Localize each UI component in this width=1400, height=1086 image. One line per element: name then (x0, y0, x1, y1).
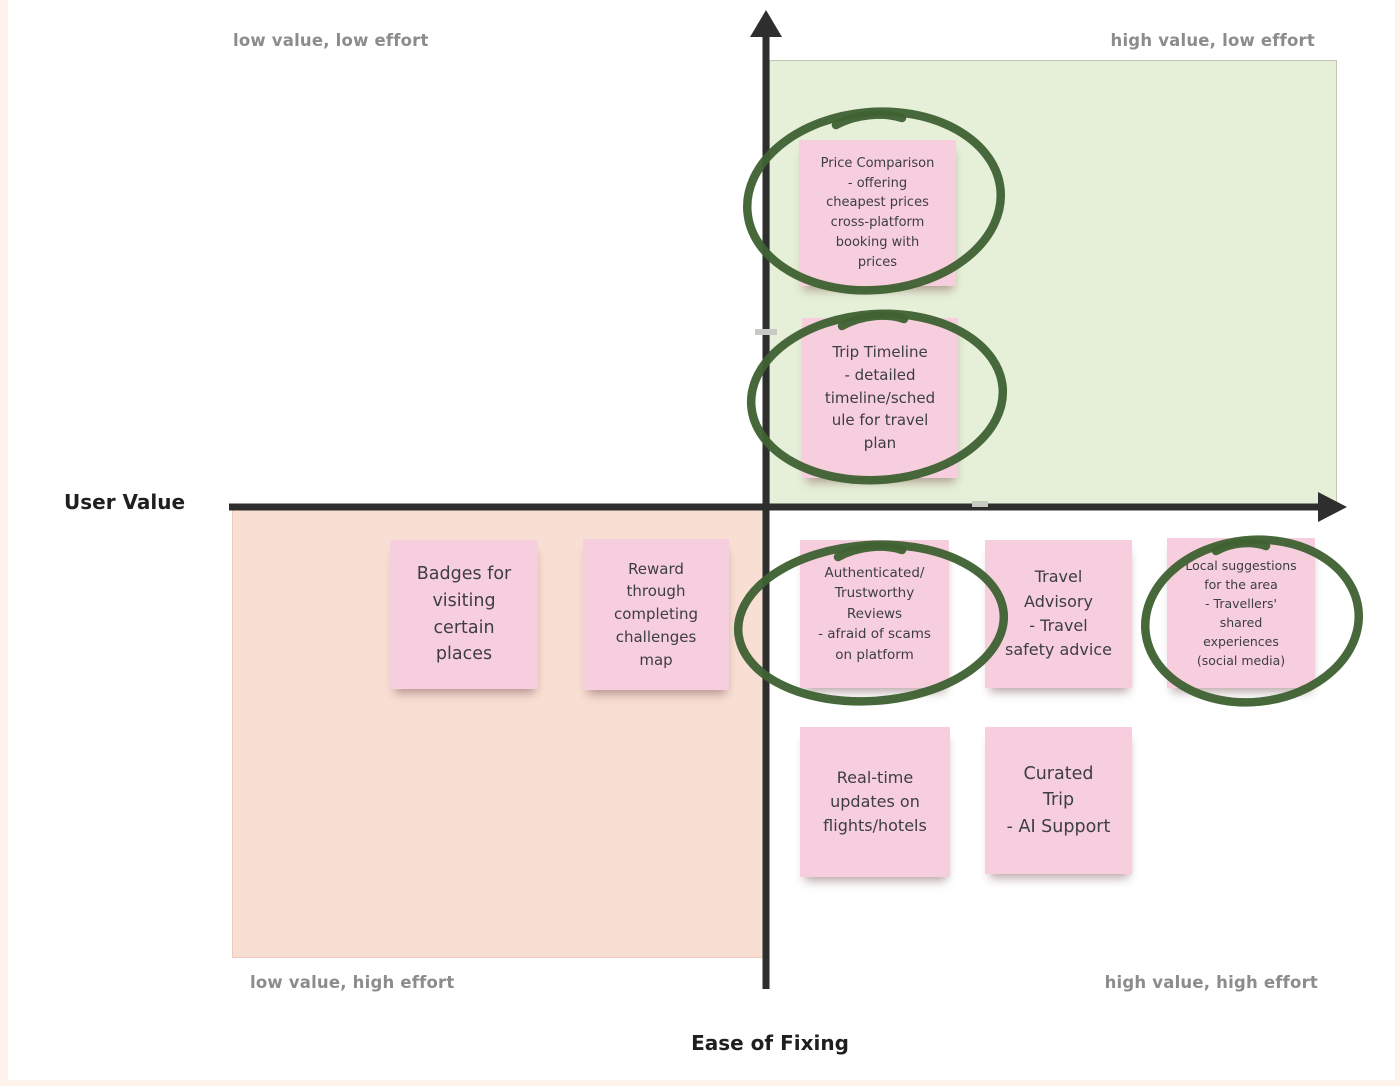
sticky-note-local-suggestions[interactable]: Local suggestions for the area - Travell… (1167, 538, 1315, 688)
y-axis-arrowhead-icon (750, 10, 782, 37)
quadrant-label-bottom-right: high value, high effort (1104, 973, 1318, 992)
quadrant-label-top-left: low value, low effort (233, 31, 429, 50)
sticky-note-text: Badges for visiting certain places (416, 564, 512, 665)
sticky-note-text: Travel Advisory - Travel safety advice (1005, 567, 1112, 660)
sticky-note-authenticated-reviews[interactable]: Authenticated/ Trustworthy Reviews - afr… (800, 540, 949, 688)
sticky-note-text: Curated Trip - AI Support (1006, 763, 1111, 837)
sticky-note-curated-trip[interactable]: Curated Trip - AI Support (985, 727, 1132, 874)
sticky-note-realtime-updates[interactable]: Real-time updates on flights/hotels (800, 727, 950, 877)
sticky-note-badges-places[interactable]: Badges for visiting certain places (390, 540, 538, 689)
sticky-note-price-comparison[interactable]: Price Comparison - offering cheapest pri… (799, 140, 956, 286)
sticky-note-text: Local suggestions for the area - Travell… (1185, 558, 1297, 668)
sticky-note-text: Trip Timeline - detailed timeline/sched … (824, 343, 936, 453)
y-axis-title: User Value (64, 490, 186, 514)
quadrant-label-bottom-left: low value, high effort (250, 973, 455, 992)
sticky-note-text: Price Comparison - offering cheapest pri… (820, 155, 935, 270)
sticky-note-trip-timeline[interactable]: Trip Timeline - detailed timeline/sched … (802, 318, 958, 478)
quadrant-label-top-right: high value, low effort (1110, 31, 1315, 50)
sticky-note-text: Authenticated/ Trustworthy Reviews - afr… (818, 564, 931, 663)
sticky-note-text: Real-time updates on flights/hotels (823, 767, 927, 836)
page-edge-right (1395, 0, 1400, 1086)
page-edge-left (0, 0, 8, 1086)
page-edge-bottom (0, 1080, 1400, 1086)
sticky-note-text: Reward through completing challenges map (613, 559, 699, 669)
x-axis-title: Ease of Fixing (691, 1031, 849, 1055)
sticky-note-travel-advisory[interactable]: Travel Advisory - Travel safety advice (985, 540, 1132, 688)
sticky-note-reward-challenges[interactable]: Reward through completing challenges map (583, 539, 729, 690)
